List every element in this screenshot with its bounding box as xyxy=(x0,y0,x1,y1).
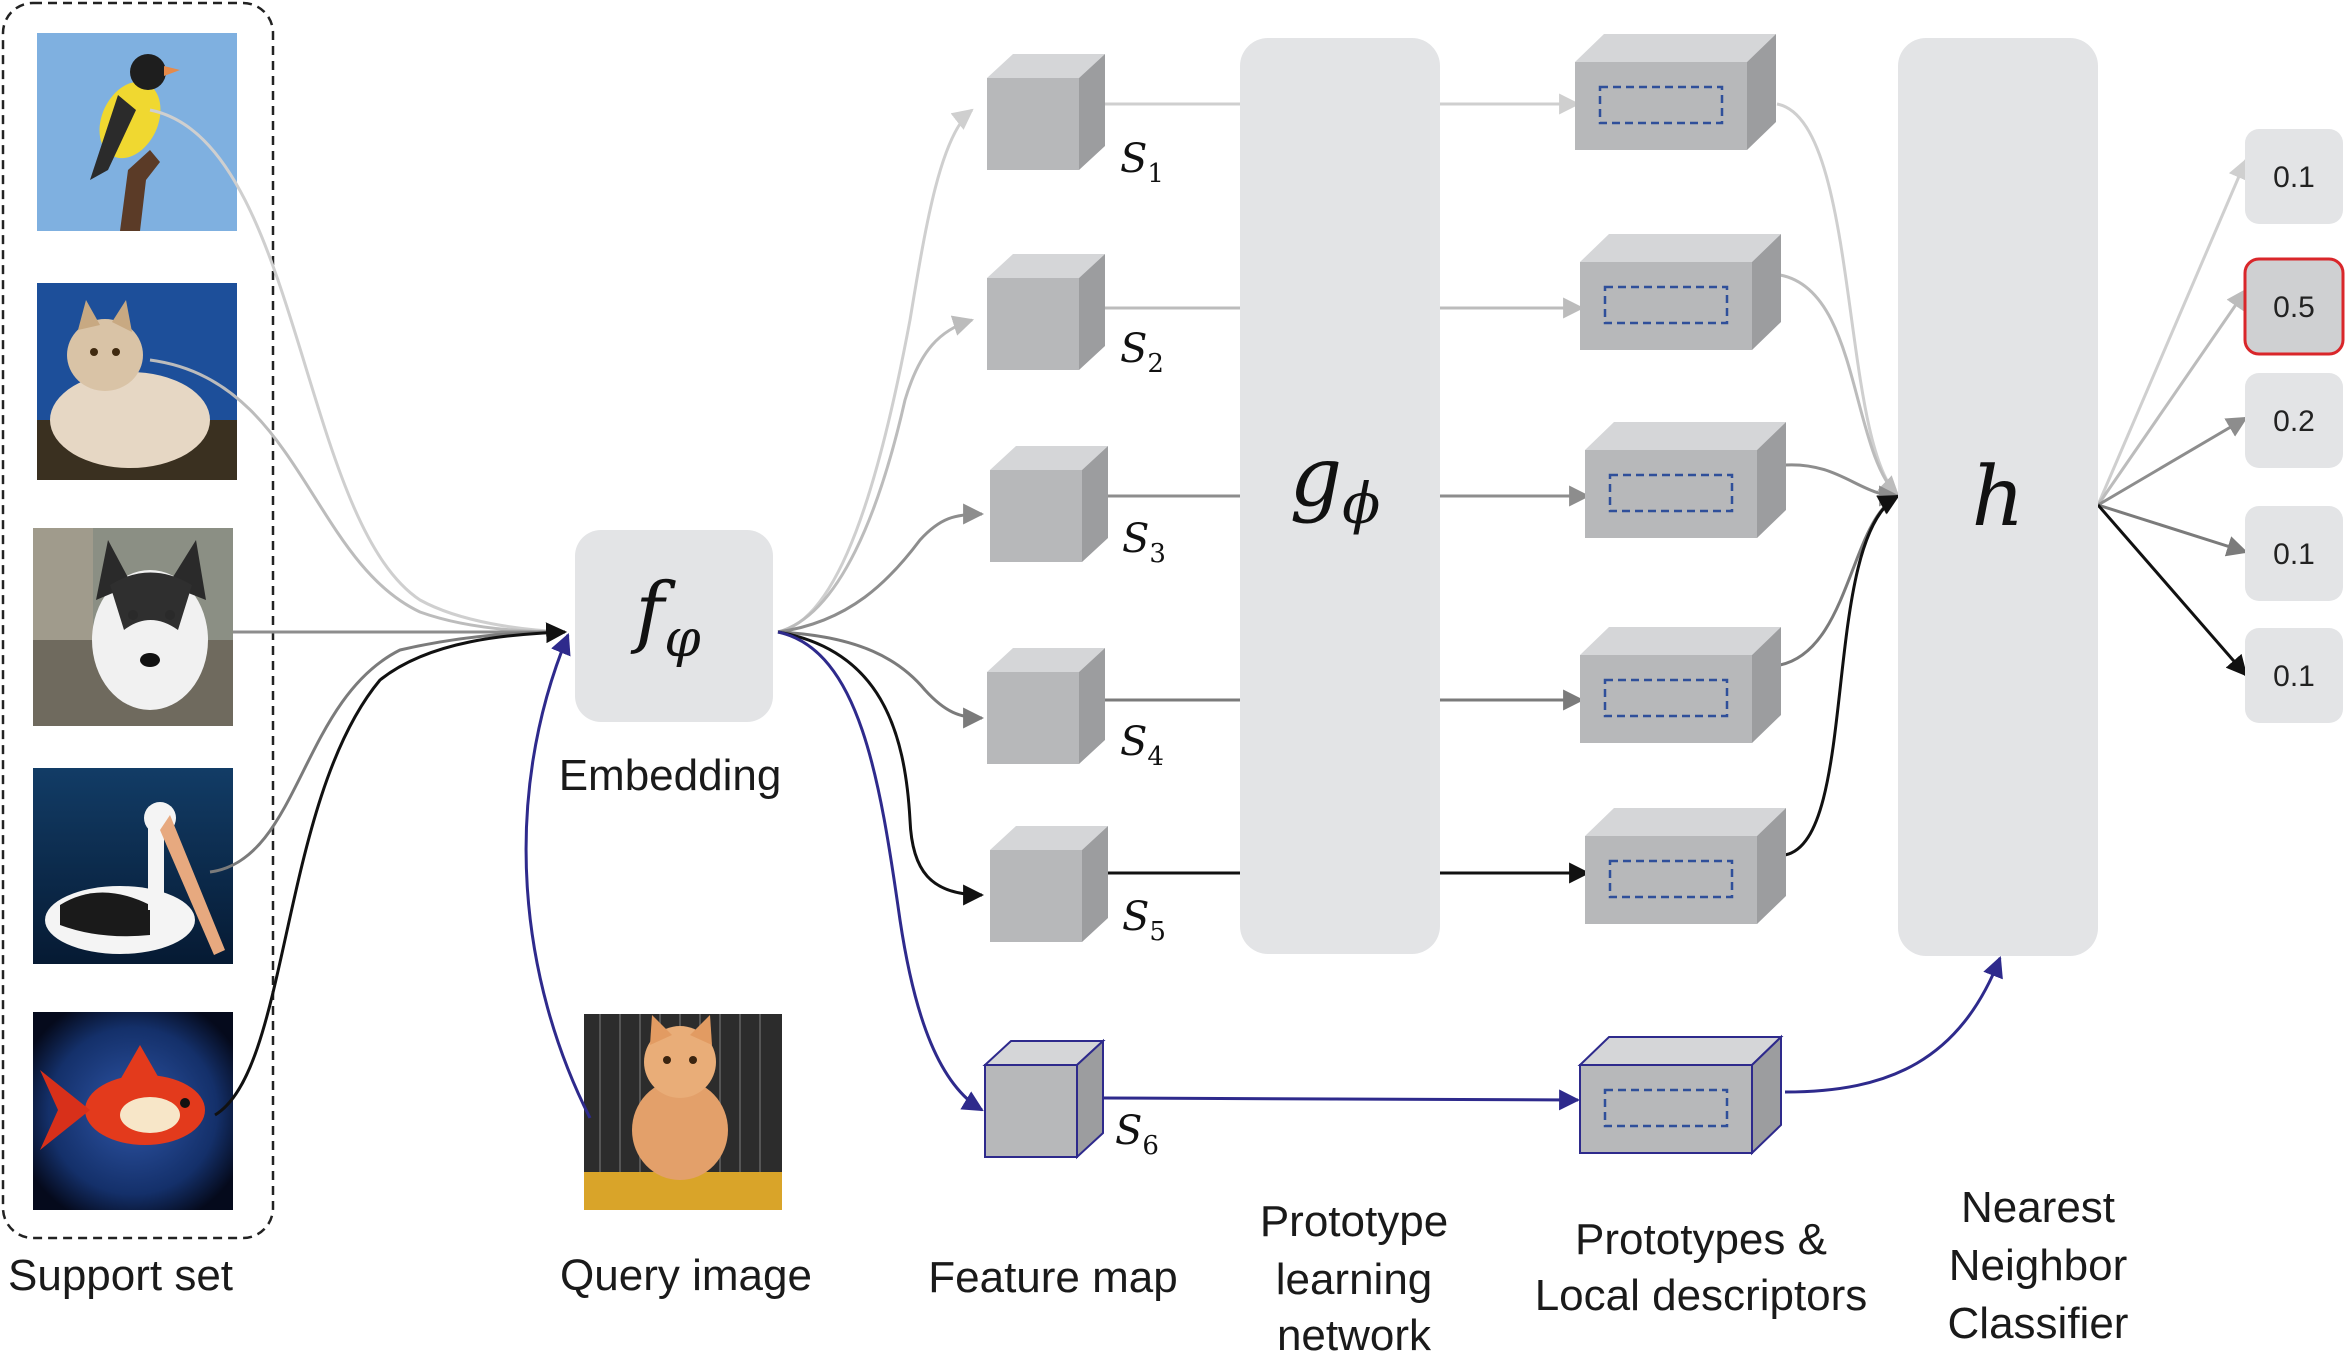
prototype-network-label-line-1: Prototype xyxy=(1260,1197,1448,1246)
prototype-box-4[interactable] xyxy=(1580,627,1781,743)
score-value: 0.1 xyxy=(2273,538,2315,571)
support-image-pelican[interactable] xyxy=(33,768,233,964)
score-box-3[interactable]: 0.2 xyxy=(2245,373,2343,468)
nn-classifier-label-line-2: Neighbor xyxy=(1949,1241,2128,1290)
nn-classifier-label-line-1: Nearest xyxy=(1961,1183,2115,1232)
prototype-to-classifier-connections xyxy=(1776,102,1901,857)
classifier-module[interactable]: h xyxy=(1898,38,2098,956)
feature-map-s1[interactable]: S1 xyxy=(987,54,1164,189)
prototype-network-module[interactable]: gϕ xyxy=(1240,38,1440,954)
score-value: 0.5 xyxy=(2273,291,2315,324)
embedding-to-feature-connections xyxy=(777,108,985,906)
prototype-box-query[interactable] xyxy=(1577,1034,1784,1156)
score-value: 0.2 xyxy=(2273,405,2315,438)
prototype-network-label-line-3: network xyxy=(1277,1311,1432,1354)
prototype-box-2[interactable] xyxy=(1580,234,1781,350)
feature-map-label: S1 xyxy=(1120,136,1164,189)
support-set-border xyxy=(1,1,275,1240)
support-image-goldfish[interactable] xyxy=(33,1012,233,1210)
score-box-5[interactable]: 0.1 xyxy=(2245,628,2343,723)
classifier-symbol: h xyxy=(1972,450,2025,545)
query-path xyxy=(524,630,2003,1119)
embedding-label: Embedding xyxy=(559,751,782,800)
prototype-network-label-line-2: learning xyxy=(1276,1255,1433,1304)
support-image-bird[interactable] xyxy=(37,33,237,231)
prototypes-label-line-2: Local descriptors xyxy=(1535,1271,1868,1320)
feature-map-label: S2 xyxy=(1120,326,1164,379)
score-box-4[interactable]: 0.1 xyxy=(2245,506,2343,601)
support-image-cat[interactable] xyxy=(37,283,237,480)
classifier-output-connections xyxy=(2096,158,2249,677)
score-value: 0.1 xyxy=(2273,660,2315,693)
feature-map-label: S4 xyxy=(1120,719,1164,772)
support-connections xyxy=(149,108,568,1117)
support-image-husky[interactable] xyxy=(33,528,233,726)
support-set-label: Support set xyxy=(8,1251,233,1300)
feature-map-s2[interactable]: S2 xyxy=(987,254,1164,379)
feature-map-s4[interactable]: S4 xyxy=(987,648,1164,772)
feature-map-caption: Feature map xyxy=(928,1253,1177,1302)
feature-map-s3[interactable]: S3 xyxy=(990,446,1166,569)
embedding-module[interactable]: fφ xyxy=(575,530,773,722)
score-box-1[interactable]: 0.1 xyxy=(2245,129,2343,224)
score-box-2-highlighted[interactable]: 0.5 xyxy=(2243,257,2345,356)
feature-to-prototype-connections xyxy=(1105,93,1591,884)
feature-map-label: S6 xyxy=(1115,1108,1159,1161)
feature-map-s6[interactable]: S6 xyxy=(982,1038,1159,1161)
prototype-box-3[interactable] xyxy=(1585,422,1786,538)
score-value: 0.1 xyxy=(2273,161,2315,194)
feature-map-s5[interactable]: S5 xyxy=(990,826,1166,947)
prototype-box-5[interactable] xyxy=(1585,808,1786,924)
query-image-label: Query image xyxy=(560,1251,812,1300)
query-image-kitten[interactable] xyxy=(584,1014,782,1210)
feature-map-label: S5 xyxy=(1122,894,1166,947)
prototype-box-1[interactable] xyxy=(1575,34,1776,150)
prototype-network-symbol: gϕ xyxy=(1290,430,1381,537)
prototypes-label-line-1: Prototypes & xyxy=(1575,1215,1827,1264)
nn-classifier-label-line-3: Classifier xyxy=(1948,1299,2129,1348)
feature-map-label: S3 xyxy=(1122,516,1166,569)
